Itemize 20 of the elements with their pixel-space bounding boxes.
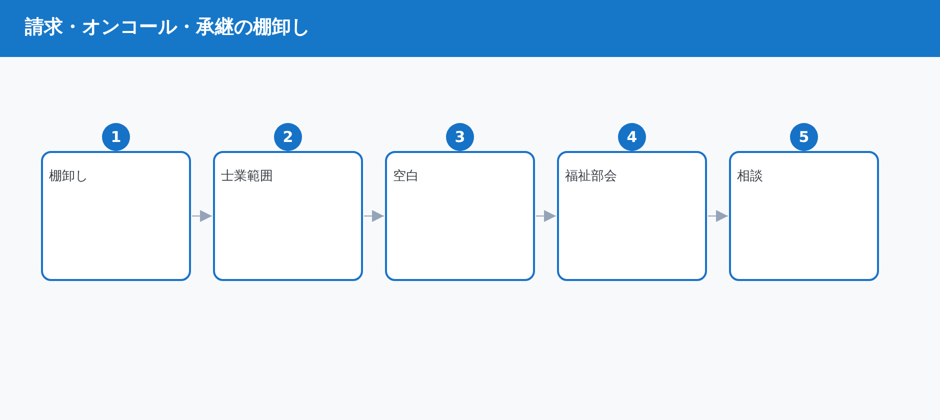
title: 請求・オンコール・承継の棚卸し <box>25 15 310 40</box>
arrow <box>708 210 728 222</box>
step-number: 3 <box>446 123 474 151</box>
step-card <box>385 151 535 281</box>
step-number: 5 <box>790 123 818 151</box>
step-number: 2 <box>274 123 302 151</box>
step-label: 相談 <box>737 168 763 186</box>
step-number: 4 <box>618 123 646 151</box>
step-card <box>213 151 363 281</box>
step-label: 空白 <box>393 168 419 186</box>
step-card <box>41 151 191 281</box>
step-card <box>729 151 879 281</box>
step-number: 1 <box>102 123 130 151</box>
step-label: 士業範囲 <box>221 168 273 186</box>
step-label: 福祉部会 <box>565 168 617 186</box>
arrow <box>192 210 212 222</box>
step-label: 棚卸し <box>49 168 88 186</box>
arrow <box>536 210 556 222</box>
step-card <box>557 151 707 281</box>
arrow <box>364 210 384 222</box>
